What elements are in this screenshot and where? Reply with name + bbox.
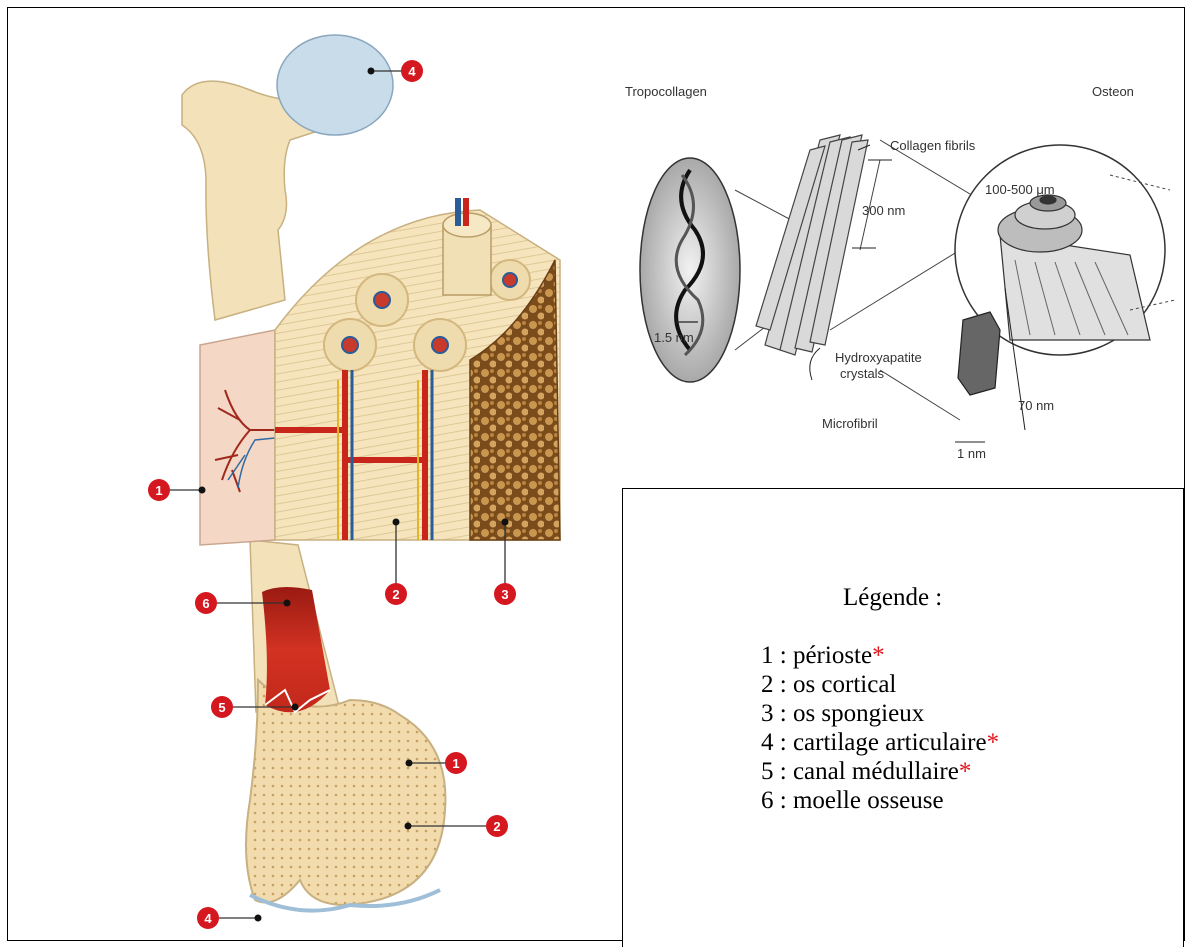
label-microfibril: Microfibril bbox=[822, 416, 878, 431]
anchor-dot bbox=[255, 915, 262, 922]
callout-6: 6 bbox=[195, 592, 217, 614]
anchor-dot bbox=[406, 760, 413, 767]
anchor-dot bbox=[502, 519, 509, 526]
anchor-dot bbox=[199, 487, 206, 494]
svg-text:3: 3 bbox=[501, 587, 508, 602]
callout-5: 5 bbox=[211, 696, 233, 718]
label-osteon: Osteon bbox=[1092, 84, 1134, 99]
label-70nm: 70 nm bbox=[1018, 398, 1054, 413]
legend-item: 3 : os spongieux bbox=[761, 699, 999, 728]
label-1-5nm: 1.5 nm bbox=[654, 330, 694, 345]
legend-item: 6 : moelle osseuse bbox=[761, 786, 999, 815]
label-1nm: 1 nm bbox=[957, 446, 986, 461]
legend-item: 1 : périoste* bbox=[761, 641, 999, 670]
anchor-dot bbox=[405, 823, 412, 830]
callout-1-left: 1 bbox=[148, 479, 170, 501]
label-crystals: crystals bbox=[840, 366, 885, 381]
anchor-dot bbox=[292, 704, 299, 711]
svg-text:5: 5 bbox=[218, 700, 225, 715]
anchor-dot bbox=[284, 600, 291, 607]
periosteum-flap bbox=[200, 330, 275, 545]
legend-item: 5 : canal médullaire* bbox=[761, 757, 999, 786]
label-100-500um: 100-500 μm bbox=[985, 182, 1055, 197]
femur-condyle bbox=[246, 680, 445, 905]
legend-box: Légende : 1 : périoste* 2 : os cortical … bbox=[622, 488, 1184, 947]
callout-2-lower: 2 bbox=[486, 815, 508, 837]
hydroxyapatite-crystal bbox=[958, 312, 1000, 395]
svg-text:1: 1 bbox=[155, 483, 162, 498]
svg-text:2: 2 bbox=[392, 587, 399, 602]
legend-title: Légende : bbox=[843, 584, 942, 612]
callout-4-top: 4 bbox=[401, 60, 423, 82]
callout-2-block: 2 bbox=[385, 583, 407, 605]
femoral-head-cartilage bbox=[277, 35, 393, 135]
callout-3-block: 3 bbox=[494, 583, 516, 605]
microstructure-diagram: Tropocollagen Osteon Collagen fibrils 30… bbox=[625, 84, 1175, 461]
legend-item: 2 : os cortical bbox=[761, 670, 999, 699]
label-collagen-fibrils: Collagen fibrils bbox=[890, 138, 976, 153]
callout-1-right: 1 bbox=[445, 752, 467, 774]
medullary-canal bbox=[262, 587, 330, 712]
collagen-fibril-bundle bbox=[756, 135, 868, 355]
anchor-dot bbox=[393, 519, 400, 526]
svg-text:4: 4 bbox=[408, 64, 416, 79]
callout-4-bottom: 4 bbox=[197, 907, 219, 929]
label-tropocollagen: Tropocollagen bbox=[625, 84, 707, 99]
svg-text:2: 2 bbox=[493, 819, 500, 834]
svg-text:4: 4 bbox=[204, 911, 212, 926]
svg-text:6: 6 bbox=[202, 596, 209, 611]
anchor-dot bbox=[368, 68, 375, 75]
legend-item: 4 : cartilage articulaire* bbox=[761, 728, 999, 757]
legend-list: 1 : périoste* 2 : os cortical 3 : os spo… bbox=[761, 641, 999, 815]
femur-illustration bbox=[182, 35, 560, 911]
label-hydroxyapatite: Hydroxyapatite bbox=[835, 350, 922, 365]
svg-text:1: 1 bbox=[452, 756, 459, 771]
label-300nm: 300 nm bbox=[862, 203, 905, 218]
